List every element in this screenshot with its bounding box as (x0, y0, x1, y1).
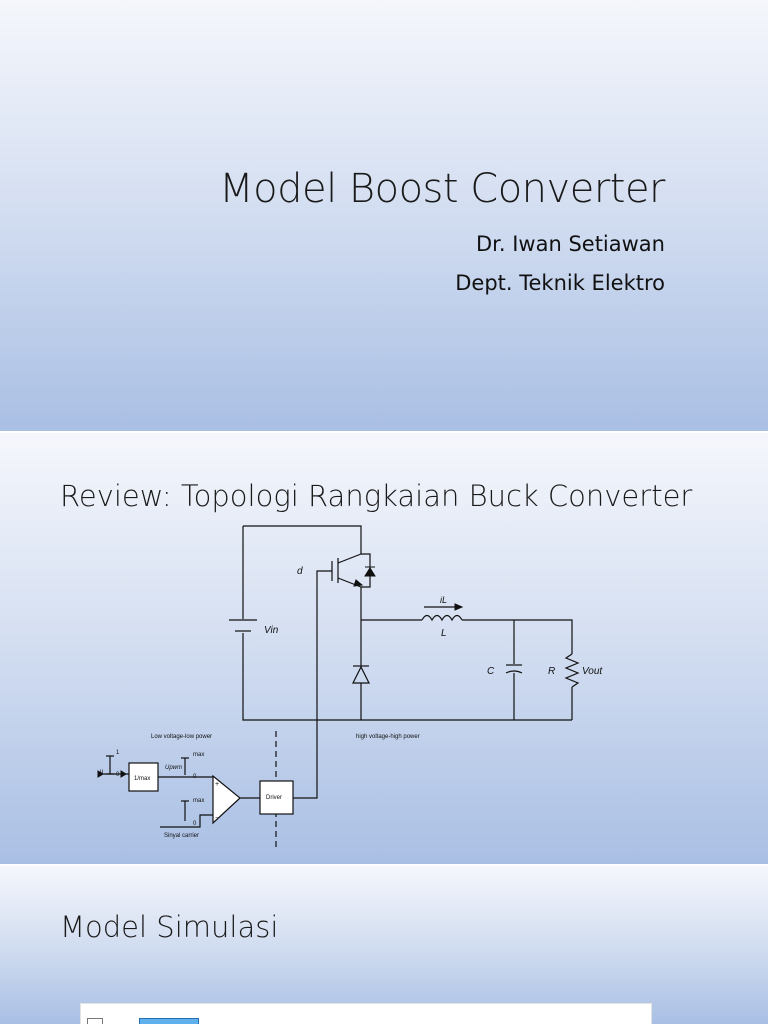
driver-block (259, 780, 294, 815)
igbt-emitter-arrow (353, 579, 364, 587)
step-one-label: 1 (116, 750, 120, 756)
antiparallel-diode (364, 567, 376, 577)
simulation-slide: Model Simulasi (0, 866, 768, 1024)
upwm-label: Upwm (165, 765, 182, 771)
author-name: Dr. Iwan Setiawan (476, 232, 665, 256)
vin-label: Vin (264, 625, 279, 636)
vout-label: Vout (582, 666, 603, 677)
carrier-wire (160, 814, 213, 828)
model-block-small (87, 1018, 103, 1024)
comparator-minus-label: − (215, 815, 219, 822)
output-top-wire (462, 619, 573, 654)
resistor-zigzag (564, 653, 580, 688)
resistor-label: R (548, 666, 555, 677)
max-label-top: max (193, 752, 204, 758)
gain-label: 1/max (134, 776, 150, 782)
gain-block (128, 762, 159, 792)
comparator (212, 774, 241, 825)
high-power-label: high voltage-high power (356, 734, 420, 740)
zero-label-top: 0 (193, 774, 197, 780)
u-arrow (97, 770, 104, 778)
current-label: iL (440, 595, 447, 605)
driver-label: Driver (266, 795, 282, 801)
slide-title: Review: Topologi Rangkaian Buck Converte… (60, 479, 693, 513)
title-slide: Model Boost Converter Dr. Iwan Setiawan … (0, 0, 768, 431)
comparator-plus-label: + (215, 781, 219, 788)
duty-label: d (297, 566, 303, 577)
inductor-coil (421, 614, 463, 622)
slide-title: Model Simulasi (60, 910, 279, 944)
model-block-blue (139, 1018, 199, 1024)
buck-converter-circuit: d Vin iL L C R Vout Low voltage-low powe… (97, 525, 603, 851)
ground-wire (242, 633, 572, 721)
gate-drive-wire (293, 570, 332, 799)
freewheel-diode (352, 665, 370, 684)
slide-title: Model Boost Converter (219, 166, 665, 212)
zero-label-bottom: 0 (193, 821, 197, 827)
top-wire (243, 525, 362, 554)
carrier-label: Sinyal carrier (164, 833, 199, 839)
igbt-collector (337, 553, 362, 564)
step-zero-label: 0 (116, 772, 120, 778)
current-arrowhead (454, 603, 464, 611)
low-power-label: Low voltage-low power (151, 734, 212, 740)
capacitor-plate-bottom (505, 670, 523, 674)
simulation-model-image (80, 1003, 652, 1024)
inductor-label: L (441, 628, 447, 639)
input-u-label: u (100, 769, 103, 775)
max-label-bottom: max (193, 798, 204, 804)
author-department: Dept. Teknik Elektro (455, 271, 665, 295)
review-slide: Review: Topologi Rangkaian Buck Converte… (0, 433, 768, 864)
capacitor-label: C (487, 666, 495, 677)
